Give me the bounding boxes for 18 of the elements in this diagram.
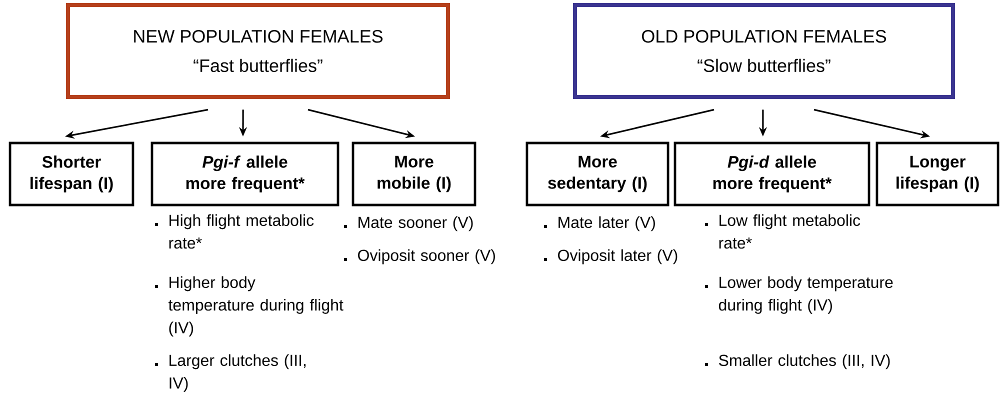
trait-note: Larger clutches (III, IV) [170,354,306,392]
trait-note: Higher body temperature during flight (IV) [168,276,344,336]
trait-note: High flight metabolic rate* [169,214,314,249]
trait-note: Oviposit sooner (V) [358,249,495,264]
trait-box: More sedentary (I) [526,142,670,206]
trait-note: Lower body temperature during flight (IV) [718,276,893,314]
trait-note: Low flight metabolic rate* [719,214,860,249]
trait-box: Pgi-d allele more frequent* [674,142,870,206]
trait-box: Longer lifespan (I) [876,142,1000,206]
trait-note: Mate sooner (V) [358,216,473,232]
trait-box: Pgi-f allele more frequent* [150,142,340,206]
trait-note: Smaller clutches (III, IV) [719,354,890,370]
heading-box: NEW POPULATION FEMALES “Fast butterflies” [66,3,450,99]
heading-box: OLD POPULATION FEMALES “Slow butterflies” [573,3,955,99]
trait-box: Shorter lifespan (I) [8,142,134,206]
trait-box: More mobile (I) [352,142,476,206]
trait-note: Mate later (V) [558,216,655,232]
trait-note: Oviposit later (V) [558,249,678,264]
